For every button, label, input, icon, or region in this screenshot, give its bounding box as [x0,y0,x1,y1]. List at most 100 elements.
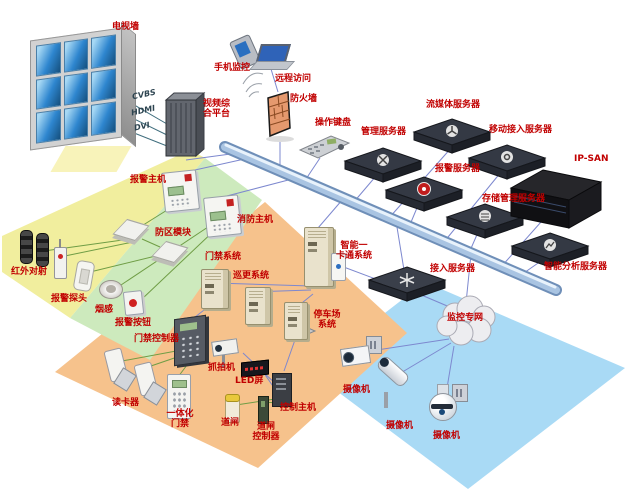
label-keyboard: 操作键盘 [315,118,352,128]
wall-screen [36,75,61,110]
tower-bay [308,249,317,252]
tower-bay [288,324,297,327]
label-access-system: 门禁系统 [205,252,242,262]
panel-keys [169,197,191,209]
panel-logo [226,198,234,207]
encoder-grid [370,341,378,349]
smoke-detector [99,280,123,299]
camera-lens [214,344,223,353]
barrier-controller-icon [258,396,269,424]
encoder-grid [456,389,464,397]
label-storage-server: 存储管理服务器 [482,194,546,204]
wall-screen [91,68,116,103]
phone-screen [234,40,251,58]
controller-lcd [180,322,197,332]
parking-system-tower [284,302,308,340]
tower-bay [205,284,214,288]
camera-lens [342,351,355,364]
patrol-system-tower [245,287,271,325]
ir-beam-detector [20,230,33,264]
label-fire-host: 消防主机 [237,215,274,225]
zone-alarm [2,150,205,318]
led-screen-icon [241,359,269,378]
alarm-probe-remote [54,239,67,279]
backbone-bus [219,141,562,296]
video-encoder [452,384,468,402]
camera-lens [439,409,445,415]
one-card-system-tower [304,227,334,287]
control-host-tower [272,373,292,407]
label-camera-1: 摄像机 [343,385,371,395]
label-alarm-server: 报警服务器 [435,164,481,174]
label-alarm-host: 报警主机 [130,175,167,185]
tower-bay [249,309,258,312]
barrier-gate-icon [225,394,240,423]
storage-management-server [445,203,525,239]
panel-lcd [209,210,227,222]
label-barrier: 道闸 [221,418,240,428]
label-ir-beam: 红外对射 [11,267,48,277]
wall-screen [63,105,89,140]
integrated-door-terminal [167,374,191,419]
terminal-keys [172,391,186,411]
control-host-vents [276,378,286,380]
label-tv-wall: 电视墙 [112,22,140,32]
label-alarm-probe: 报警探头 [51,294,88,304]
label-one-card-system: 智能一卡通系统 [335,241,372,261]
label-control-host: 控制主机 [280,403,317,413]
label-zone-module: 防区模块 [155,228,192,238]
tower-vents [249,291,263,299]
label-card-reader: 读卡器 [112,398,140,408]
label-ip-san: IP-SAN [574,154,609,164]
led-text [245,365,265,372]
terminal-lcd [172,380,187,388]
panel-lcd [167,185,185,197]
panel-keys [211,222,233,234]
tower-bay [308,242,317,246]
controller-keys [180,333,200,359]
tower-bay [205,291,214,294]
streaming-media-server [412,118,492,154]
control-keyboard-icon [298,135,351,159]
ir-beam-detector [36,233,49,267]
label-capture-camera: 抓拍机 [208,363,236,373]
tower-bay [249,302,258,306]
label-video-platform: 视频综合平台 [203,99,231,119]
label-access-server: 接入服务器 [430,264,476,274]
wall-screen [91,101,116,136]
tv-wall [30,27,122,151]
capture-camera-pole [222,355,225,368]
pir-window [78,268,91,285]
label-alarm-button: 报警按钮 [115,318,152,328]
label-camera-2: 摄像机 [386,421,414,431]
reader-led [336,264,341,269]
tower-vents [205,273,221,281]
smoke-inner [106,285,116,293]
tower-vents [288,306,300,314]
label-integrated-door: 一体化门禁 [166,409,194,429]
label-monitor-network: 监控专网 [447,313,484,323]
label-patrol-system: 巡更系统 [233,271,270,281]
label-remote-access: 远程访问 [275,74,312,84]
barrier-cap [225,394,240,402]
alarm-dot [58,254,63,259]
firewall-icon [266,91,294,142]
management-server [343,147,423,183]
bullet-camera-stand [384,392,388,408]
tower-vents [308,231,326,239]
video-encoder [366,336,382,354]
barrier-controller-slot [261,401,265,407]
monitor-network-cloud [436,295,496,346]
label-barrier-controller: 道闸控制器 [252,422,280,442]
label-door-controller: 门禁控制器 [134,334,180,344]
access-system-tower [201,269,229,309]
alarm-red-button [128,298,138,308]
wireless-signal-icon [242,72,264,98]
dome-visor [431,404,453,409]
ip-san-box [509,169,603,229]
access-server-switch [367,266,447,302]
alarm-server [384,176,464,212]
intelligent-analysis-server [510,232,590,268]
laptop-base [248,61,296,70]
